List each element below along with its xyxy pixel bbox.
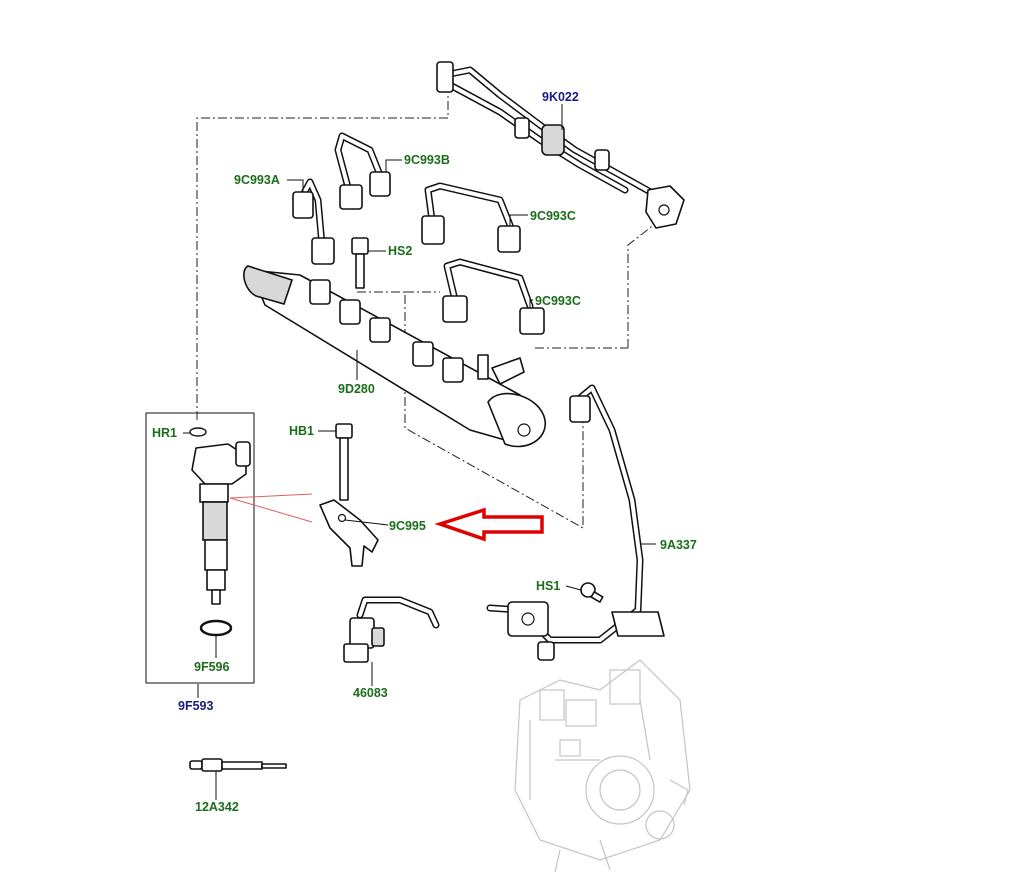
pipe-bracket-bolt[interactable] [580,582,604,603]
label-clamp-bolt: HB1 [289,424,314,438]
injector-pipe-a[interactable] [292,178,335,265]
injector-pipe-c-lower[interactable] [442,258,545,335]
reference-lines [196,92,661,529]
label-sensor-connector: 46083 [353,686,388,700]
label-injector-pipe-c-lower: 9C993C [535,294,581,308]
label-fuel-return-hose: 9K022 [542,90,579,104]
injector[interactable] [189,427,251,637]
glow-plug[interactable] [189,758,287,772]
label-rail-bolt: HS2 [388,244,412,258]
label-injector-pipe-c-upper: 9C993C [530,209,576,223]
label-injector-pipe-b: 9C993B [404,153,450,167]
rail-bolt[interactable] [351,237,369,289]
leader-lines [183,104,656,800]
clamp-fit-indicator [229,493,313,523]
label-injector-washer: HR1 [152,426,177,440]
injector-assembly-frame [145,412,255,684]
label-injector-assembly: 9F593 [178,699,213,713]
fuel-pump-ghost [514,659,691,873]
fuel-feed-pipe[interactable] [486,384,665,661]
callout-labels: 9K022 9C993B 9C993A 9C993C HS2 9C993C 9D… [152,90,697,814]
injector-clamp[interactable] [319,499,379,567]
injector-pipe-c-upper[interactable] [421,182,521,253]
fuel-rail[interactable] [243,265,546,448]
label-injector-seal: 9F596 [194,660,229,674]
label-injector-pipe-a: 9C993A [234,173,280,187]
injector-pipe-b[interactable] [334,132,391,210]
label-fuel-feed-pipe: 9A337 [660,538,697,552]
label-glow-plug: 12A342 [195,800,239,814]
clamp-bolt[interactable] [335,423,353,501]
sensor-connector[interactable] [343,596,440,663]
highlight-arrow [434,507,544,542]
label-fuel-rail: 9D280 [338,382,375,396]
fuel-return-hose[interactable] [436,61,685,229]
label-injector-clamp: 9C995 [389,519,426,533]
label-pipe-bracket-bolt: HS1 [536,579,560,593]
